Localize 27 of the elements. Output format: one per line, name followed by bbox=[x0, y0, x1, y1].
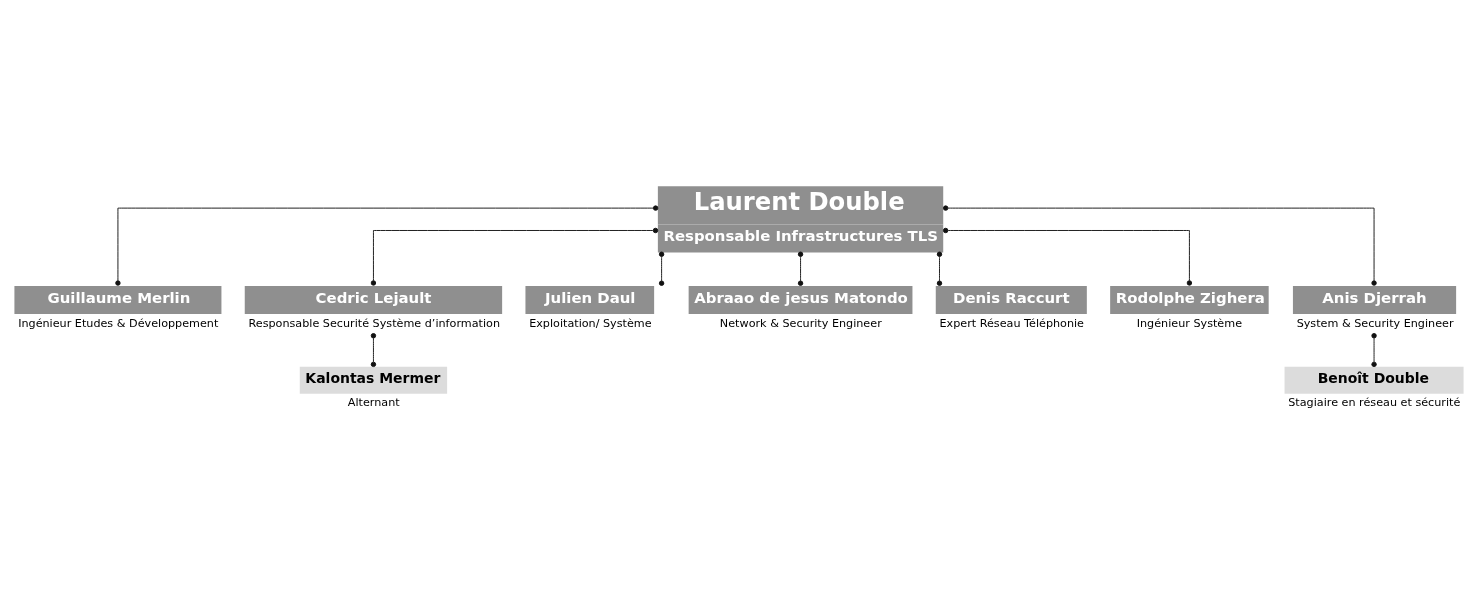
node-box: Julien Daul bbox=[525, 285, 655, 314]
node-label: Ingénieur Etudes & Développement bbox=[18, 316, 219, 330]
connector bbox=[797, 251, 804, 286]
connector bbox=[115, 204, 659, 286]
connector bbox=[1371, 332, 1377, 367]
node-box: Denis Raccurt bbox=[935, 285, 1087, 314]
connector bbox=[370, 227, 659, 286]
node-label: Alternant bbox=[347, 395, 400, 409]
node-box: Guillaume Merlin bbox=[14, 285, 222, 314]
node-box: Rodolphe Zighera bbox=[1110, 285, 1269, 314]
node-label: Network & Security Engineer bbox=[719, 316, 882, 330]
node-box: Benoît Double bbox=[1284, 366, 1464, 394]
node-box: Anis Djerrah bbox=[1292, 285, 1457, 314]
node-box: Cedric Lejault bbox=[244, 285, 503, 314]
node-label: Stagiaire en réseau et sécurité bbox=[1288, 395, 1461, 409]
node-label: System & Security Engineer bbox=[1296, 316, 1454, 330]
connector bbox=[942, 227, 1193, 286]
node-box: Abraao de jesus Matondo bbox=[688, 285, 913, 314]
connector bbox=[370, 332, 377, 367]
node-label: Responsable Securité Système d’information bbox=[248, 316, 500, 330]
connector bbox=[942, 204, 1377, 286]
node-label: Ingénieur Système bbox=[1136, 316, 1243, 330]
connector bbox=[936, 251, 943, 286]
connector bbox=[658, 251, 665, 286]
node-label: Expert Réseau Téléphonie bbox=[939, 316, 1085, 330]
node-box: Kalontas Mermer bbox=[299, 366, 448, 394]
node-label: Exploitation/ Système bbox=[529, 316, 652, 330]
